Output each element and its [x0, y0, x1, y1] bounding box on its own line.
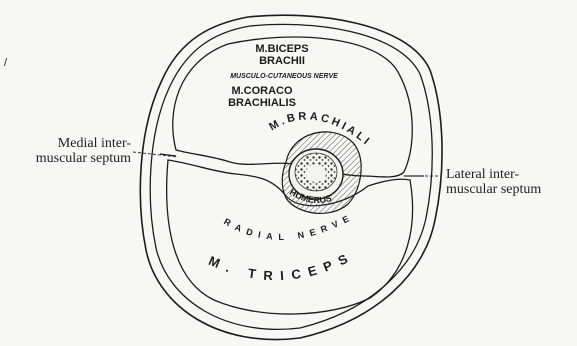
musculocutaneous-nerve-label: MUSCULO-CUTANEOUS NERVE	[230, 73, 338, 80]
humerus-center	[306, 164, 326, 182]
radial-nerve-label-path: RADIAL NERVE	[222, 211, 356, 242]
margin-mark: /	[4, 57, 8, 69]
lateral-septum-label-line2: muscular septum	[446, 182, 541, 197]
lateral-septum-label-line1: Lateral inter-	[446, 167, 541, 182]
lateral-septum-label: Lateral inter- muscular septum	[446, 167, 541, 197]
biceps-label-line2: BRACHII	[259, 55, 305, 67]
coraco-label-line1: M.CORACO	[231, 85, 293, 97]
radial-nerve-label: RADIAL NERVE	[222, 211, 356, 242]
triceps-label-path: M. TRICEPS	[206, 248, 357, 284]
triceps-label: M. TRICEPS	[206, 248, 357, 284]
medial-septum-label-line2: muscular septum	[36, 151, 131, 166]
medial-leader	[133, 152, 178, 157]
medial-septum-label-line1: Medial inter-	[36, 136, 131, 151]
biceps-label-line1: M.BICEPS	[255, 43, 308, 55]
coraco-label-line2: BRACHIALIS	[228, 97, 296, 109]
medial-septum-label: Medial inter- muscular septum	[36, 136, 131, 166]
